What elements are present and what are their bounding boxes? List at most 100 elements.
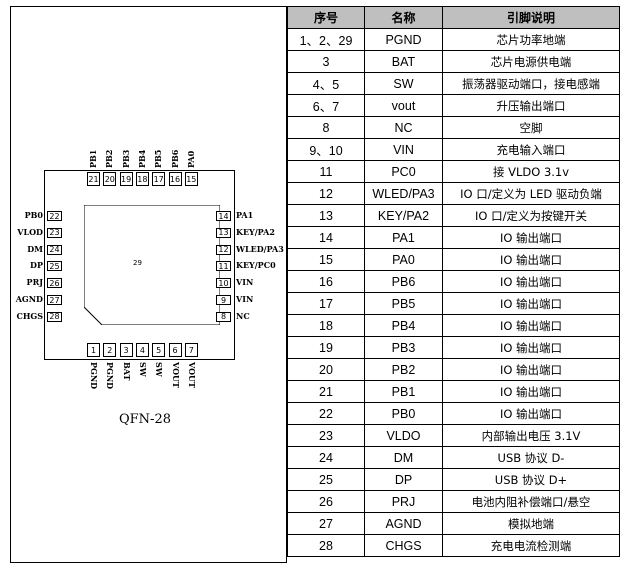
- pin-label-top: PB5: [153, 149, 164, 168]
- pin-name-cell: PA0: [364, 248, 443, 271]
- pin-box-left: 25: [47, 261, 62, 272]
- pin-number-cell: 18: [287, 314, 365, 337]
- pin-label-left: PRJ: [26, 277, 43, 288]
- pin-box-top: 17: [152, 172, 166, 186]
- pin-label-bottom: BAT: [121, 362, 132, 381]
- pin-description-cell: IO 输出端口: [442, 380, 620, 403]
- pin-box-left: 22: [47, 211, 62, 221]
- pin-number-cell: 25: [287, 468, 365, 491]
- pin-box-bottom: 1: [87, 343, 100, 357]
- pin-box-left: 28: [47, 311, 62, 322]
- pin-description-cell: 充电电流检测端: [442, 534, 620, 557]
- pin-description-cell: 振荡器驱动端口，接电感端: [442, 72, 620, 95]
- pin-box-right: 13: [216, 227, 231, 238]
- pin-label-right: KEY/PC0: [236, 260, 276, 271]
- pin-box-top: 16: [168, 172, 182, 186]
- pin-label-bottom: VOUT: [170, 362, 181, 388]
- pin-box-left: 26: [47, 278, 62, 289]
- pin-box-right: 8: [216, 311, 231, 322]
- pin-description-cell: 接 VLDO 3.1v: [442, 160, 620, 183]
- pin-number-cell: 1、2、29: [287, 28, 365, 51]
- pin-description-cell: USB 协议 D+: [442, 468, 620, 491]
- pin-description-cell: IO 口/定义为 LED 驱动负端: [442, 182, 620, 205]
- pin-box-top: 15: [184, 172, 198, 186]
- pin-name-cell: PA1: [364, 226, 443, 249]
- pin-name-cell: KEY/PA2: [364, 204, 443, 227]
- pin-box-top: 18: [135, 172, 149, 186]
- pin-box-bottom: 2: [103, 343, 117, 357]
- pin-label-right: VIN: [236, 294, 254, 304]
- pin-box-top: 21: [87, 172, 100, 186]
- table-header-row: 序号 名称 引脚说明: [287, 6, 620, 29]
- pin-box-left: 23: [47, 227, 62, 238]
- pin-name-cell: vout: [364, 94, 443, 117]
- pin-label-left: DM: [27, 243, 43, 254]
- pin-number-cell: 28: [287, 534, 365, 557]
- pin-description-cell: 芯片电源供电端: [442, 50, 620, 73]
- pin-label-bottom: PGND: [105, 362, 116, 390]
- pin-description-cell: IO 输出端口: [442, 358, 620, 381]
- pin-number-cell: 13: [287, 204, 365, 227]
- pin-label-top: PB2: [104, 149, 115, 168]
- pin-name-cell: PB5: [364, 292, 443, 315]
- pin-description-cell: IO 输出端口: [442, 226, 620, 249]
- exposed-pad-number: 29: [133, 259, 142, 267]
- pin-name-cell: PB3: [364, 336, 443, 359]
- pin-box-right: 10: [216, 278, 231, 289]
- pin-label-top: PA0: [185, 150, 196, 168]
- pin-number-cell: 12: [287, 182, 365, 205]
- pin-number-cell: 16: [287, 270, 365, 293]
- pin-box-right: 11: [216, 261, 231, 272]
- pin-label-left: VLOD: [17, 226, 43, 237]
- pin-label-top: PB1: [88, 149, 98, 168]
- pin-name-cell: SW: [364, 72, 443, 95]
- pin-name-cell: NC: [364, 116, 443, 139]
- pin-description-cell: IO 输出端口: [442, 248, 620, 271]
- pin-name-cell: PB4: [364, 314, 443, 337]
- pin-box-bottom: 7: [184, 343, 198, 357]
- pin-number-cell: 11: [287, 160, 365, 183]
- pin-label-right: PA1: [236, 210, 254, 220]
- pin-label-top: PB6: [169, 149, 180, 168]
- pin-label-right: KEY/PA2: [236, 226, 275, 237]
- pin-description-cell: IO 输出端口: [442, 314, 620, 337]
- pin-number-cell: 15: [287, 248, 365, 271]
- pin-description-cell: 升压输出端口: [442, 94, 620, 117]
- pin-number-cell: 21: [287, 380, 365, 403]
- pin-name-cell: WLED/PA3: [364, 182, 443, 205]
- pin-label-left: CHGS: [16, 310, 43, 321]
- pin-description-cell: IO 输出端口: [442, 270, 620, 293]
- pin-number-cell: 14: [287, 226, 365, 249]
- package-label: QFN-28: [119, 412, 171, 427]
- pin-name-cell: DP: [364, 468, 443, 491]
- pin-number-cell: 27: [287, 512, 365, 535]
- pin-description-cell: 模拟地端: [442, 512, 620, 535]
- pin-number-cell: 22: [287, 402, 365, 425]
- pin-box-right: 14: [216, 211, 231, 221]
- pin-description-cell: USB 协议 D-: [442, 446, 620, 469]
- pin-label-bottom: PGND: [89, 362, 99, 390]
- pin-number-cell: 6、7: [287, 94, 365, 117]
- pin-box-left: 24: [47, 244, 62, 255]
- pin-name-cell: PC0: [364, 160, 443, 183]
- header-description: 引脚说明: [442, 6, 620, 29]
- pin-box-bottom: 3: [119, 343, 133, 357]
- pin-label-left: DP: [30, 260, 43, 271]
- header-number: 序号: [287, 6, 365, 29]
- pin-name-cell: DM: [364, 446, 443, 469]
